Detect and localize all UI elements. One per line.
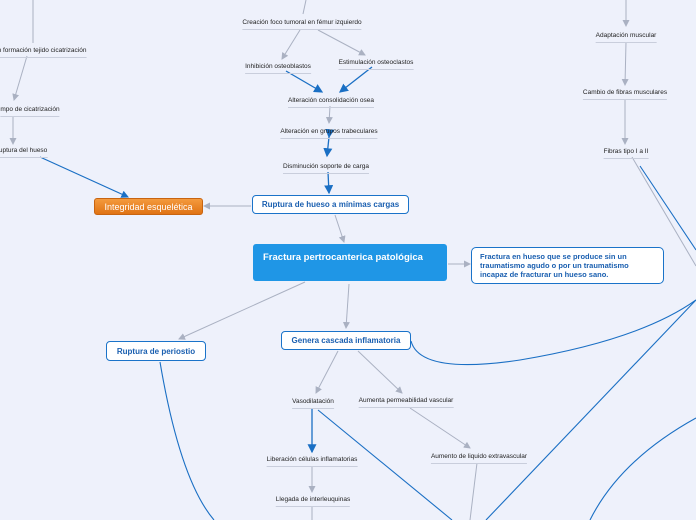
edge-cascada-right [410,299,696,366]
edge-cascada-vasodilatacion [315,350,339,394]
edge-estimulacion-alteracion [338,66,373,93]
edge-grupos-disminucion [323,128,335,158]
node-integridad-esqueletica[interactable]: Integridad esquelética [94,198,203,215]
node-definition[interactable]: Fractura en hueso que se produce sin un … [471,247,664,284]
node-ruptura-periostio[interactable]: Ruptura de periostio [106,341,206,361]
node-formacion-tejido[interactable]: n formación tejido cicatrización [0,46,87,58]
node-cambio-fibras[interactable]: Cambio de fibras musculares [582,88,668,100]
node-tiempo-cicatrizacion[interactable]: mpo de cicatrización [0,105,60,117]
node-genera-cascada[interactable]: Genera cascada inflamatoria [281,331,411,350]
edge-top-creacion [302,0,307,15]
edge-adaptacion-cambio [621,41,629,86]
edge-long-diagonal-1 [485,299,696,520]
edge-periostio-down [159,361,215,520]
node-alteracion-grupos[interactable]: Alteración en grupos trabeculares [280,127,378,139]
edge-disminucion-ruptura [324,171,334,195]
node-inhibicion-osteoblastos[interactable]: Inhibición osteoblastos [245,62,311,74]
node-alteracion-consolidacion[interactable]: Alteración consolidación osea [288,96,374,108]
edge-main-cascada [342,283,350,329]
edge-ruptura-main [334,214,346,243]
node-estimulacion-osteoclastos[interactable]: Estimulación osteoclastos [338,58,414,70]
edge-cascada-permeabilidad [357,350,403,394]
node-adaptacion-muscular[interactable]: Adaptación muscular [595,31,657,43]
node-disminucion-soporte[interactable]: Disminución soporte de carga [283,162,369,174]
node-liberacion-celulas[interactable]: Liberación células inflamatorias [266,455,358,467]
node-vasodilatacion[interactable]: Vasodilatación [292,397,334,409]
node-aumento-permeabilidad[interactable]: Aumenta permeabilidad vascular [358,396,454,408]
node-aumento-liquido[interactable]: Aumento de liquido extravascular [430,452,528,464]
edge-fibras-long [639,165,696,251]
edge-formacion-tiempo [12,55,28,101]
edge-main-periostio [178,281,306,340]
edge-alteracion-grupos [325,105,333,124]
edge-liquido-down [469,462,478,520]
edge-rupturahueso-integridad [39,156,130,198]
edge-creacion-inhibicion [281,29,301,60]
edge-inhibicion-alteracion [285,70,324,93]
edge-long-curve-2 [589,417,696,520]
node-main-topic[interactable]: Fractura pertrocanterica patológica [253,244,447,281]
node-ruptura-hueso[interactable]: Ruptura de hueso a mínimas cargas [252,195,409,214]
node-creacion-foco[interactable]: Creación foco tumoral en fémur izquierdo [242,18,362,30]
node-fibras-tipo[interactable]: Fibras tipo I a II [603,147,649,159]
node-ruptura-del-hueso[interactable]: ruptura del hueso [0,146,48,158]
edge-fibras-right [631,156,696,267]
edge-permeabilidad-liquido [409,407,471,449]
edge-creacion-estimulacion [317,29,366,56]
edge-vasodilatacion-bottom [317,409,453,520]
node-llegada-interleuquinas[interactable]: Llegada de interleuquinas [275,495,351,507]
